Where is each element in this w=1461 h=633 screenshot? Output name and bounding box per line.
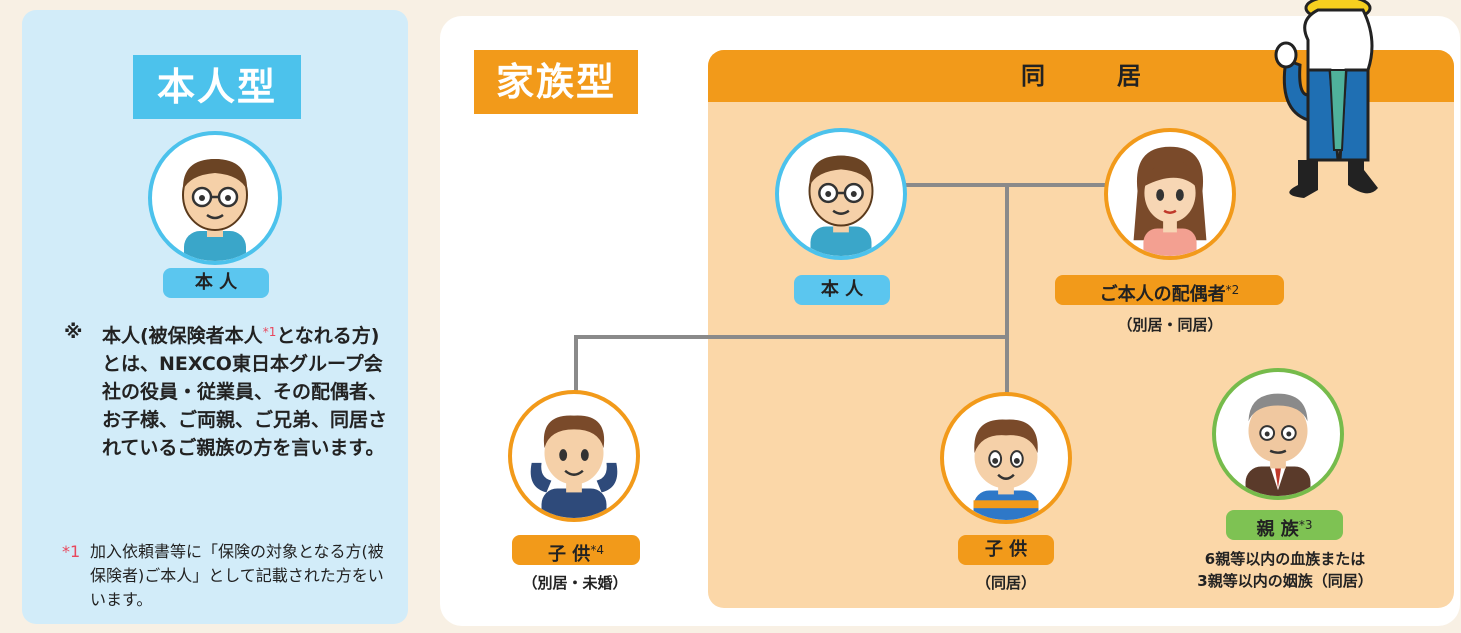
- separate-child-line: [574, 335, 578, 393]
- cohabiting-child-label: 子 供: [958, 535, 1054, 565]
- separate-child-icon: [508, 390, 640, 522]
- spouse-label: ご本人の配偶者*2: [1055, 275, 1284, 305]
- honnin-footnote: *1 加入依頼書等に「保険の対象となる方(被保険者)ご本人」として記載された方を…: [62, 540, 392, 612]
- spouse-sub: （別居・同居）: [1117, 316, 1223, 334]
- separate-child-label-text: 子 供: [548, 544, 591, 565]
- relatives-sub-line2: 3親等以内の姻族（同居）: [1197, 572, 1373, 590]
- note-ref: *1: [262, 325, 277, 339]
- note-text-b: となれる方)とは、NEXCO東日本グループ会社の役員・従業員、その配偶者、お子様…: [102, 325, 388, 459]
- relatives-sub: 6親等以内の血族または 3親等以内の姻族（同居）: [1160, 548, 1410, 592]
- relatives-label-text: 親 族: [1256, 519, 1299, 540]
- family-vertical-line: [1005, 183, 1009, 393]
- self-label: 本 人: [163, 268, 269, 298]
- relatives-ref: *3: [1298, 518, 1313, 532]
- honnin-note: ※ 本人(被保険者本人*1となれる方)とは、NEXCO東日本グループ会社の役員・…: [64, 318, 394, 462]
- self-person-icon: [148, 131, 282, 265]
- note-mark: ※: [64, 321, 83, 343]
- footnote-mark: *1: [62, 542, 81, 561]
- footnote-text: 加入依頼書等に「保険の対象となる方(被保険者)ご本人」として記載された方をいいま…: [90, 542, 384, 609]
- relatives-icon: [1212, 368, 1344, 500]
- relatives-sub-line1: 6親等以内の血族または: [1204, 550, 1366, 568]
- spouse-ref: *2: [1225, 283, 1240, 297]
- honnin-type-title: 本人型: [133, 55, 301, 119]
- spouse-icon: [1104, 128, 1236, 260]
- child-branch-line: [574, 335, 1008, 339]
- cohabiting-child-icon: [940, 392, 1072, 524]
- separate-child-ref: *4: [590, 543, 604, 557]
- cohabiting-child-sub: （同居）: [975, 574, 1036, 592]
- family-self-label: 本 人: [794, 275, 890, 305]
- note-text-a: 本人(被保険者本人: [102, 325, 263, 347]
- mascot-icon: [1268, 0, 1398, 200]
- family-self-icon: [775, 128, 907, 260]
- separate-child-sub: （別居・未婚）: [522, 574, 628, 592]
- kazoku-type-title: 家族型: [474, 50, 638, 114]
- spouse-label-text: ご本人の配偶者: [1099, 284, 1226, 305]
- relatives-label: 親 族*3: [1226, 510, 1343, 540]
- separate-child-label: 子 供*4: [512, 535, 640, 565]
